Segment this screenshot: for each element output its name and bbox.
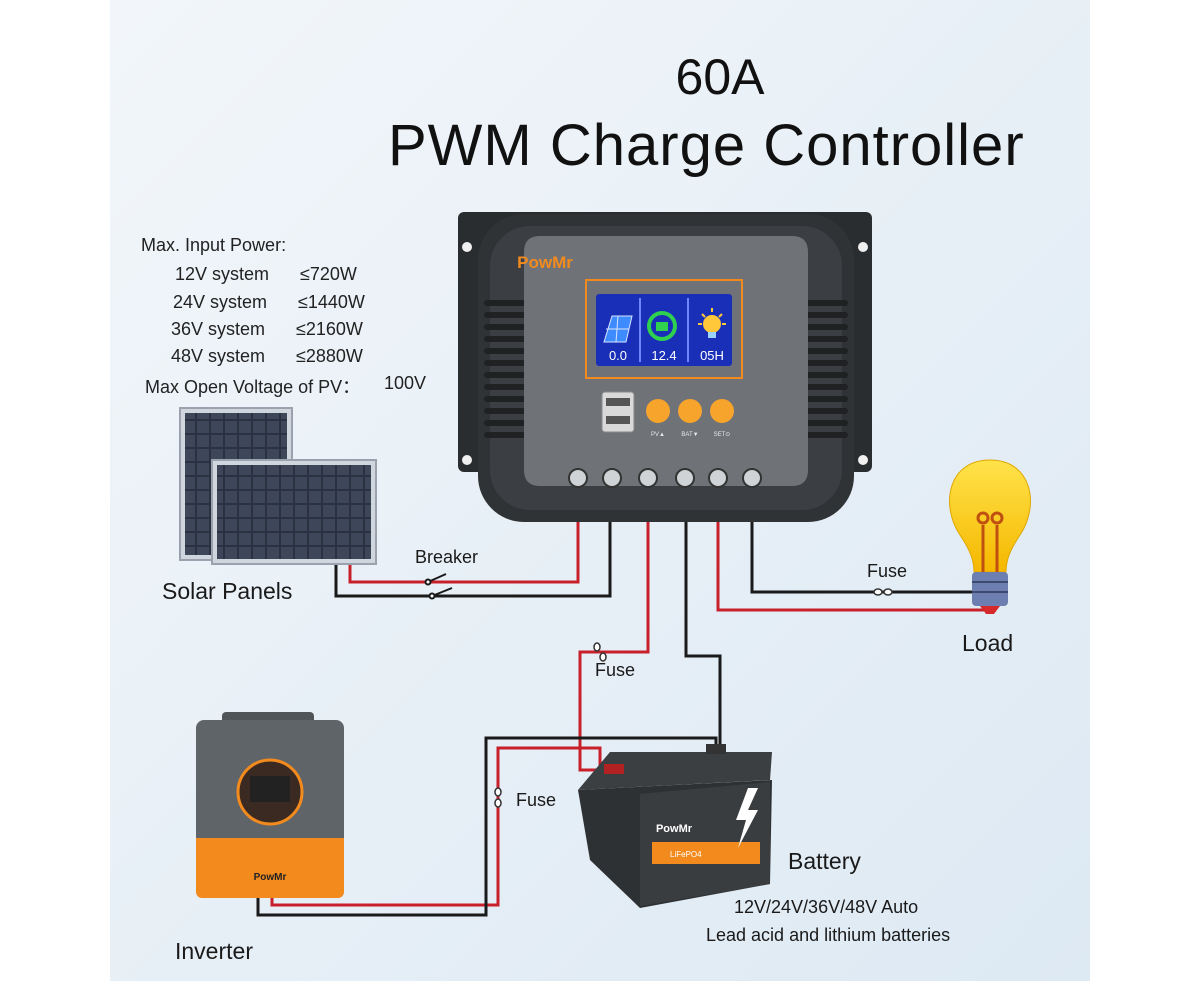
- fuse-symbol-load: [873, 588, 893, 596]
- title-line2: PWM Charge Controller: [388, 113, 1025, 178]
- lcd-pv-value: 0.0: [609, 348, 627, 363]
- spec-row-power: ≤1440W: [298, 292, 365, 312]
- breaker-switch: [424, 573, 453, 600]
- label-battery-systems: 12V/24V/36V/48V Auto: [734, 897, 919, 917]
- label-load: Load: [962, 630, 1014, 656]
- wires: [256, 482, 990, 917]
- lcd-load-value: 05H: [700, 348, 724, 363]
- label-solar-panels: Solar Panels: [162, 578, 293, 604]
- solar-panel-front: [211, 459, 377, 565]
- spec-row-power: ≤2160W: [296, 319, 363, 339]
- spec-pv-value: 100V: [384, 373, 427, 393]
- label-fuse-inverter: Fuse: [516, 790, 557, 810]
- charge-controller: 0.0 12.4 05H PowMr PV▲ BAT▼ SET⊙: [458, 212, 872, 522]
- set-button[interactable]: [710, 399, 734, 423]
- spec-row-system: 48V system: [171, 346, 266, 366]
- battery-icon: [647, 311, 677, 341]
- spec-pv-label: Max Open Voltage of PV：: [145, 377, 361, 397]
- label-fuse-load: Fuse: [867, 561, 908, 581]
- spec-row-system: 24V system: [173, 292, 268, 312]
- label-fuse-battery: Fuse: [595, 660, 636, 680]
- bat-down-button[interactable]: [678, 399, 702, 423]
- spec-row-power: ≤2880W: [296, 346, 363, 366]
- spec-row-power: ≤720W: [300, 264, 357, 284]
- pv-button-label: PV▲: [651, 432, 665, 438]
- battery-chemistry: LiFePO4: [670, 850, 702, 859]
- load-bulb: [949, 459, 1031, 614]
- bulb-icon: [698, 308, 726, 338]
- spec-row-system: 12V system: [175, 264, 270, 284]
- label-breaker: Breaker: [415, 547, 479, 567]
- label-battery: Battery: [788, 848, 861, 874]
- pv-up-button[interactable]: [646, 399, 670, 423]
- spec-row-system: 36V system: [171, 319, 266, 339]
- controller-brand: PowMr: [517, 253, 573, 272]
- inverter-brand: PowMr: [254, 872, 287, 883]
- controller-terminals: [568, 468, 762, 488]
- battery-device: PowMr LiFePO4: [578, 744, 772, 908]
- spec-heading: Max. Input Power:: [141, 235, 287, 255]
- battery-brand: PowMr: [656, 823, 693, 835]
- label-battery-types: Lead acid and lithium batteries: [706, 925, 951, 945]
- inverter-device: PowMr: [196, 712, 344, 898]
- solar-icon: [603, 315, 633, 343]
- title-line1: 60A: [675, 49, 765, 105]
- set-button-label: SET⊙: [714, 432, 731, 438]
- bat-button-label: BAT▼: [681, 432, 698, 438]
- label-inverter: Inverter: [175, 938, 253, 964]
- fuse-symbol-battery: [593, 642, 607, 662]
- fuse-symbol-inverter: [494, 787, 502, 808]
- lcd-battery-value: 12.4: [651, 348, 676, 363]
